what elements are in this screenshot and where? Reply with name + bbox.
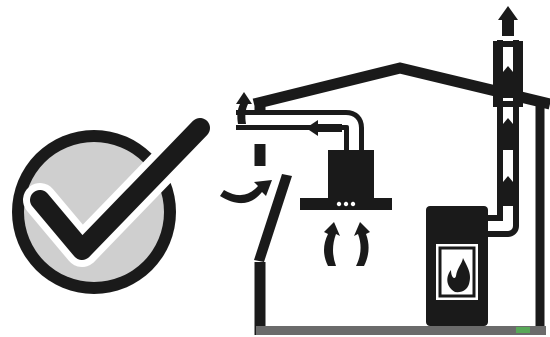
floor-mark (516, 327, 530, 333)
open-window-icon (254, 174, 292, 262)
vented-range-hood-icon (236, 110, 392, 210)
checkmark-circle-icon (12, 111, 217, 294)
flame-icon (447, 258, 471, 293)
floor (256, 326, 546, 335)
airflow-arrow-icon (220, 6, 518, 266)
chimney-icon (493, 41, 523, 107)
